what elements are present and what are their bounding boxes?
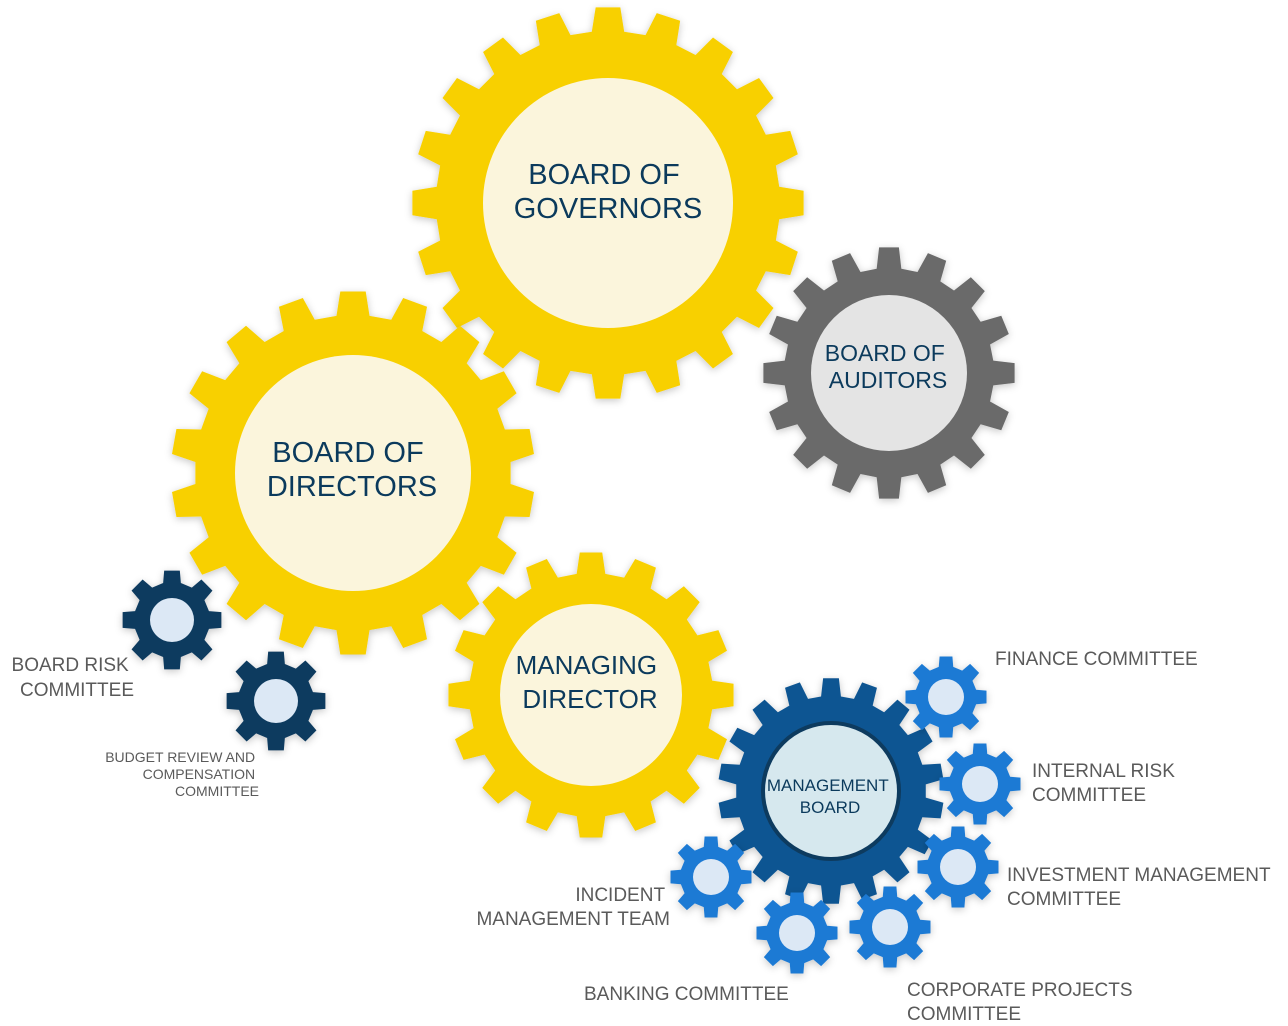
board-of-directors-gear-center [235,355,471,591]
management-board-gear-center [761,721,901,861]
board-risk-committee-line1: BOARD RISK [12,655,130,676]
board-of-auditors-line1: BOARD OF [825,340,945,366]
board-risk-committee-gear [122,570,222,670]
budget-review-line2: COMPENSATION [143,766,256,782]
board-of-directors-gear [172,291,534,655]
investment-management-committee-label: INVESTMENT MANAGEMENT COMMITTEE [1007,865,1276,910]
investment-management-line1: INVESTMENT MANAGEMENT [1007,865,1271,886]
banking-committee-gear-center [779,915,815,951]
board-risk-committee-gear-center [150,598,194,642]
board-of-directors-line1: BOARD OF [272,437,423,469]
board-risk-committee-label: BOARD RISK COMMITTEE [12,655,134,701]
board-of-governors-gear-center [483,78,733,328]
managing-director-label: MANAGING DIRECTOR [516,650,665,714]
corporate-projects-line1: CORPORATE PROJECTS [907,980,1133,1001]
budget-review-committee-gear-center [254,679,298,723]
internal-risk-line2: COMMITTEE [1032,785,1146,806]
internal-risk-committee-gear [939,743,1021,825]
managing-director-line1: MANAGING [516,650,658,680]
board-of-auditors-label: BOARD OF AUDITORS [825,340,952,393]
incident-management-team-gear [670,836,752,918]
internal-risk-line1: INTERNAL RISK [1032,761,1175,782]
board-risk-committee-line2: COMMITTEE [20,680,134,701]
budget-review-line3: COMMITTEE [175,783,259,799]
managing-director-gear [448,552,734,838]
internal-risk-committee-label: INTERNAL RISK COMMITTEE [1032,761,1180,806]
finance-committee-label: FINANCE COMMITTEE [995,649,1198,670]
budget-review-committee-label: BUDGET REVIEW AND COMPENSATION COMMITTEE [105,749,259,799]
internal-risk-committee-gear-center [962,766,998,802]
banking-committee-gear [756,892,838,974]
management-board-label: MANAGEMENT BOARD [767,776,893,817]
incident-management-line2: MANAGEMENT TEAM [476,909,670,930]
managing-director-line2: DIRECTOR [522,684,657,714]
corporate-projects-committee-label: CORPORATE PROJECTS COMMITTEE [907,980,1138,1025]
finance-committee-gear [905,656,987,738]
management-board-line1: MANAGEMENT [767,776,889,795]
board-of-governors-gear [412,7,804,399]
banking-committee-label: BANKING COMMITTEE [584,984,789,1005]
incident-management-line1: INCIDENT [575,885,665,906]
investment-management-committee-gear [917,826,999,908]
board-of-auditors-gear-center [811,295,967,451]
management-board-line2: BOARD [800,798,860,817]
corporate-projects-committee-gear-center [872,909,908,945]
managing-director-gear-center [500,604,682,786]
incident-management-team-label: INCIDENT MANAGEMENT TEAM [476,885,670,930]
corporate-projects-committee-gear [849,886,931,968]
incident-management-team-gear-center [693,859,729,895]
finance-committee-line1: FINANCE COMMITTEE [995,649,1198,670]
board-of-directors-line2: DIRECTORS [267,471,437,503]
management-board-gear [718,678,944,904]
budget-review-line1: BUDGET REVIEW AND [105,749,255,765]
budget-review-committee-gear [226,651,326,751]
investment-management-line2: COMMITTEE [1007,889,1121,910]
investment-management-committee-gear-center [940,849,976,885]
board-of-auditors-gear [763,247,1015,499]
corporate-projects-line2: COMMITTEE [907,1004,1021,1025]
board-of-auditors-line2: AUDITORS [829,367,947,393]
banking-committee-line1: BANKING COMMITTEE [584,984,789,1005]
board-of-governors-line1: BOARD OF [528,159,679,191]
board-of-governors-label: BOARD OF GOVERNORS [514,159,703,225]
finance-committee-gear-center [928,679,964,715]
board-of-governors-line2: GOVERNORS [514,193,703,225]
board-of-directors-label: BOARD OF DIRECTORS [267,437,437,503]
